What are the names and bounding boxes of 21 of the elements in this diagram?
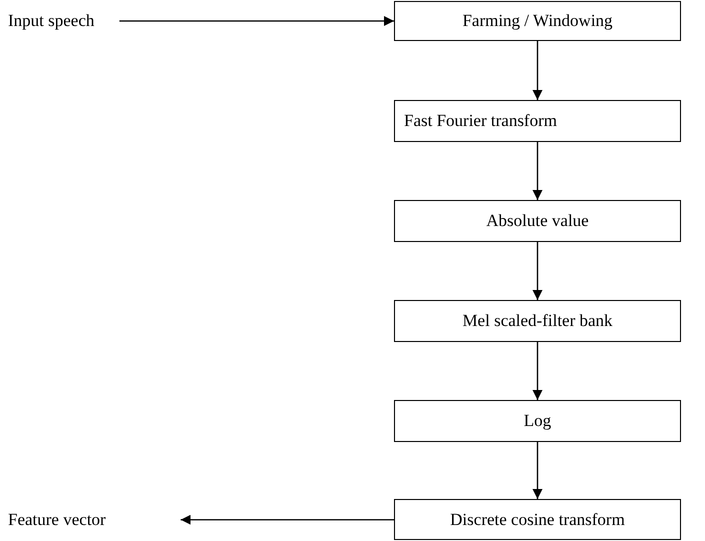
process-box	[394, 1, 681, 41]
io-label: Input speech	[8, 11, 94, 31]
step-label: Mel scaled-filter bank	[462, 311, 613, 331]
step-label: Absolute value	[486, 211, 589, 231]
step-label: Farming / Windowing	[462, 11, 613, 31]
arrow	[532, 142, 542, 200]
arrow	[532, 342, 542, 400]
process-box	[394, 300, 681, 342]
process-box	[394, 400, 681, 442]
step-label: Discrete cosine transform	[450, 510, 625, 530]
process-box	[394, 499, 681, 540]
process-box	[394, 100, 681, 142]
arrow	[532, 242, 542, 300]
arrow	[532, 442, 542, 499]
arrow	[532, 41, 542, 100]
io-label: Feature vector	[8, 510, 106, 530]
arrow	[180, 514, 394, 525]
step-label: Log	[524, 411, 552, 431]
step-label: Fast Fourier transform	[404, 111, 557, 131]
arrow	[119, 16, 394, 26]
process-box	[394, 200, 681, 242]
